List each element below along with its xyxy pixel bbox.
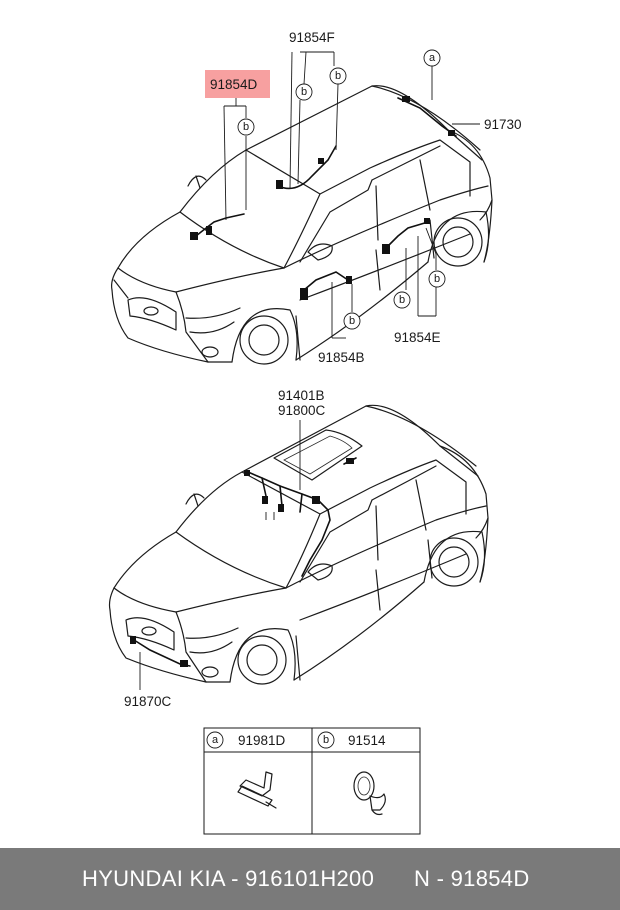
label-91730: 91730	[484, 117, 522, 132]
label-91854F: 91854F	[289, 30, 335, 45]
svg-text:b: b	[243, 121, 249, 133]
leaders-top	[223, 51, 480, 339]
car-bottom	[108, 404, 489, 685]
label-91854D: 91854D	[210, 77, 258, 92]
callout-a-1: a	[423, 49, 441, 67]
callout-b-3: b	[237, 118, 255, 136]
wiring-diagram: 91854F 91854D 91730 91854B 91854E b b b …	[108, 30, 522, 835]
svg-text:b: b	[399, 294, 405, 306]
label-91870C: 91870C	[124, 694, 172, 709]
clip-illustration	[237, 771, 277, 809]
svg-text:b: b	[349, 315, 355, 327]
callout-b-6: b	[428, 270, 446, 288]
footer-bar: HYUNDAI KIA - 916101H200 N - 91854D	[0, 848, 620, 910]
callout-b-5: b	[393, 291, 411, 309]
legend-callout-b: b	[317, 731, 335, 749]
svg-text:b: b	[301, 86, 307, 98]
legend-part-91514: 91514	[348, 733, 386, 748]
svg-text:b: b	[335, 70, 341, 82]
svg-text:b: b	[434, 273, 440, 285]
label-91854B: 91854B	[318, 350, 365, 365]
footer-reference: N - 91854D	[414, 866, 530, 891]
legend-callout-a: a	[206, 731, 224, 749]
highlight-box	[205, 70, 270, 98]
svg-text:a: a	[212, 734, 219, 746]
legend-table: a 91981D b 91514	[203, 727, 421, 835]
callout-b-1: b	[295, 83, 313, 101]
svg-text:a: a	[429, 52, 436, 64]
footer-part-number: HYUNDAI KIA - 916101H200	[82, 866, 375, 891]
label-91401B: 91401B	[278, 388, 325, 403]
label-91800C: 91800C	[278, 403, 326, 418]
svg-text:b: b	[323, 734, 329, 746]
harness-top	[190, 96, 457, 300]
harness-bottom	[130, 457, 357, 667]
callout-b-2: b	[329, 67, 347, 85]
grommet-illustration	[353, 771, 386, 816]
car-top	[111, 85, 493, 365]
label-91854E: 91854E	[394, 330, 441, 345]
callout-b-4: b	[343, 312, 361, 330]
legend-part-91981D: 91981D	[238, 733, 286, 748]
